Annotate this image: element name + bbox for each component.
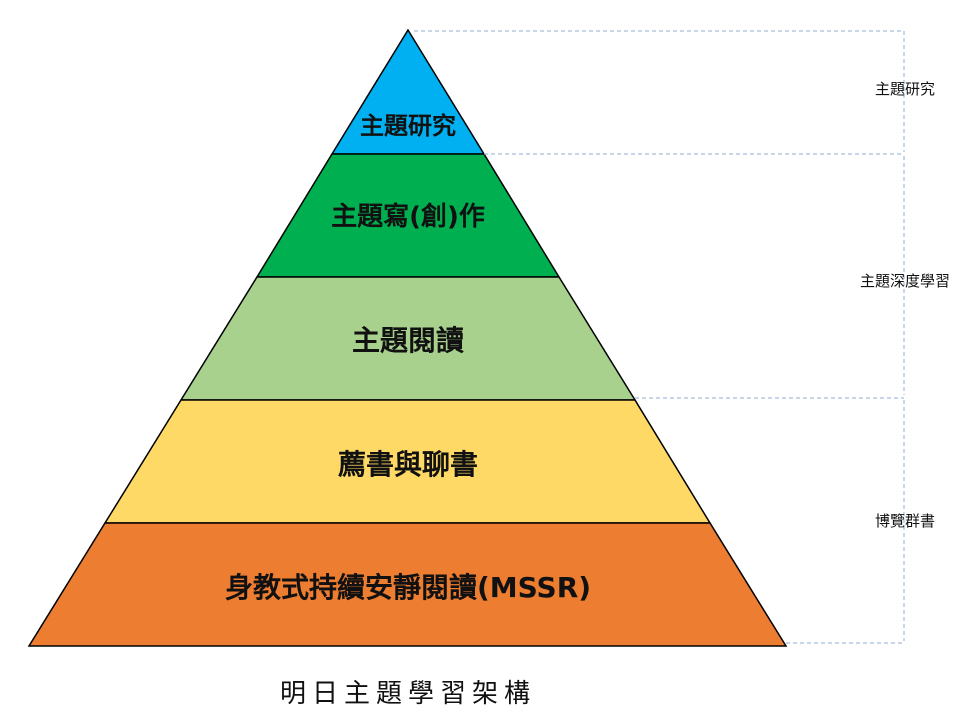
pyramid-layer-4-label: 薦書與聊書 xyxy=(338,448,478,481)
pyramid-layer-2-label: 主題寫(創)作 xyxy=(331,201,485,232)
pyramid-layer-3-label: 主題閱讀 xyxy=(352,324,464,357)
side-brackets xyxy=(414,30,905,644)
pyramid-layer-5-label: 身教式持續安靜閱讀(MSSR) xyxy=(225,571,591,604)
pyramid-layer-5 xyxy=(27,522,788,647)
pyramid-layer-1-label: 主題研究 xyxy=(360,112,456,140)
side-label-deep-learning: 主題深度學習 xyxy=(860,272,950,290)
diagram-caption: 明日主題學習架構 xyxy=(280,679,536,709)
side-label-research: 主題研究 xyxy=(875,80,935,98)
side-label-extensive-reading: 博覽群書 xyxy=(875,512,935,530)
